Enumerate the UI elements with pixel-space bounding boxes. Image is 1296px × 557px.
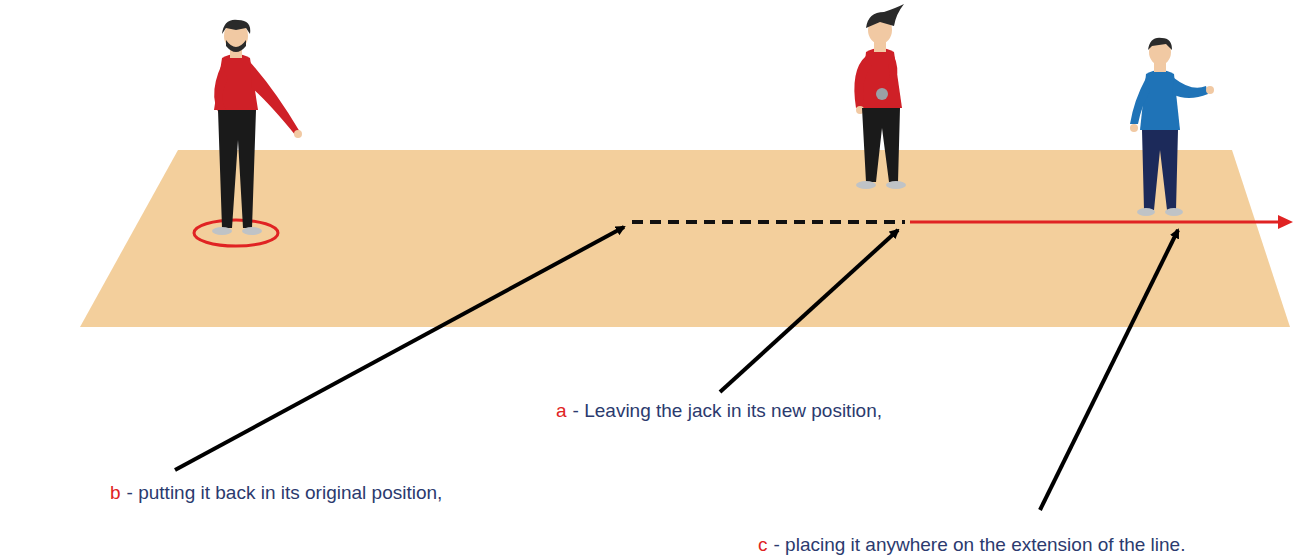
option-label: c - placing it anywhere on the extension … (758, 534, 1185, 556)
player-left (212, 20, 302, 235)
option-label: a - Leaving the jack in its new position, (556, 400, 882, 422)
throwing-circle (194, 220, 278, 246)
option-text: - putting it back in its original positi… (127, 482, 443, 504)
option-letter: c (758, 534, 768, 556)
leader-arrow (720, 230, 898, 392)
option-letter: b (110, 482, 121, 504)
leader-arrow (175, 227, 624, 470)
extension-arrowhead (1278, 215, 1293, 229)
option-letter: a (556, 400, 567, 422)
option-text: - Leaving the jack in its new position, (573, 400, 882, 422)
option-text: - placing it anywhere on the extension o… (774, 534, 1186, 556)
player-right (1130, 38, 1214, 216)
option-label: b - putting it back in its original posit… (110, 482, 442, 504)
leader-arrow (1040, 230, 1178, 510)
terrain (80, 150, 1290, 327)
extension-line (910, 221, 1280, 224)
player-middle (854, 4, 906, 189)
original-line (632, 220, 905, 224)
